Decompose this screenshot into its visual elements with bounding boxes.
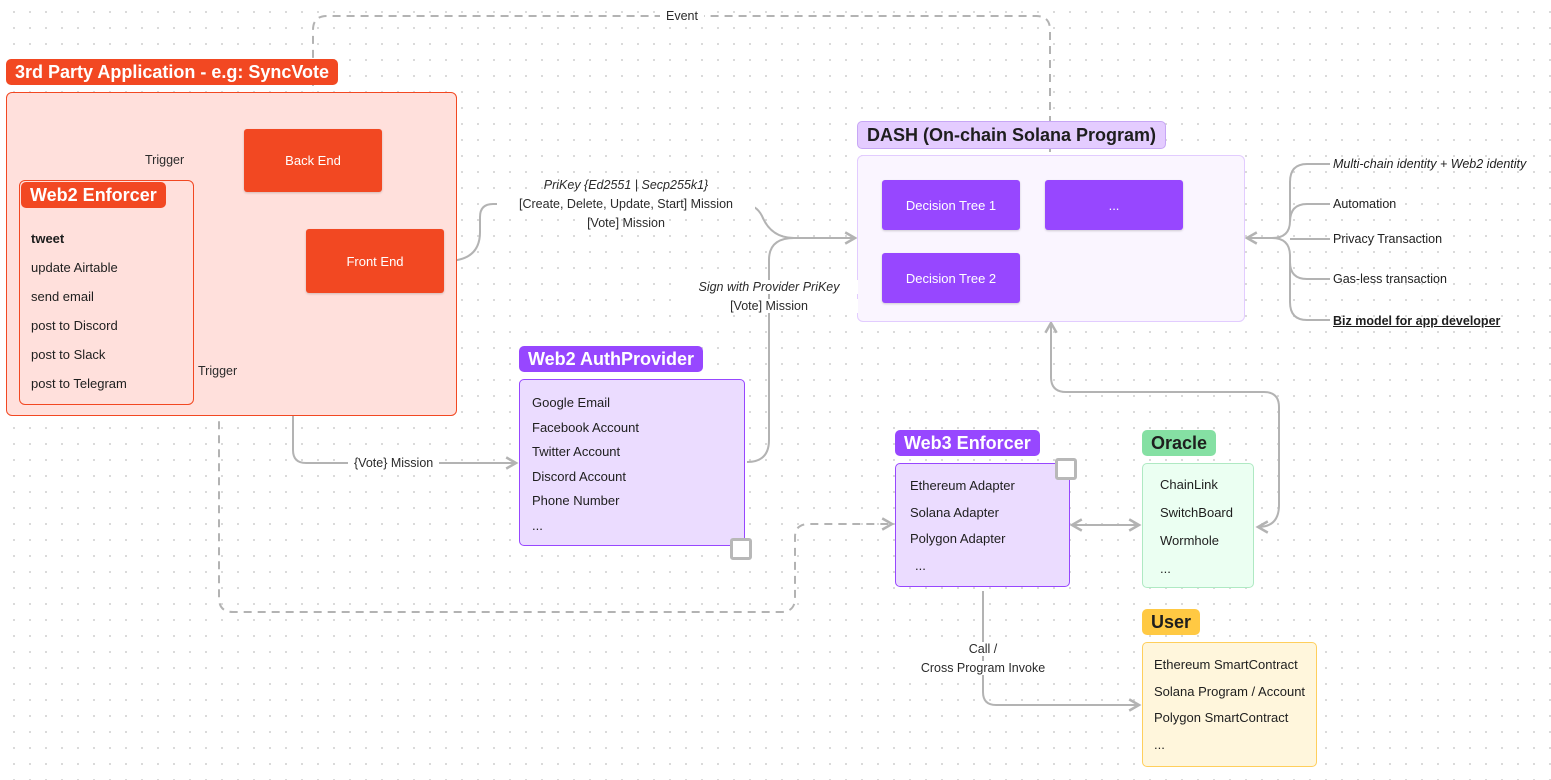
prikey-label: PriKey {Ed2551 | Secp255k1} <box>543 178 709 192</box>
trigger-side-label: Trigger <box>196 362 240 380</box>
web2-enforcer-item: tweet <box>31 231 65 246</box>
adapter-item: ... <box>915 558 926 574</box>
auth-item: Phone Number <box>532 493 620 508</box>
oracle-item: Wormhole <box>1160 533 1220 548</box>
web3-enforcer-list: Ethereum Adapter Solana Adapter Polygon … <box>910 478 1015 585</box>
web2-enforcer-item: send email <box>31 289 94 304</box>
dash-title: DASH (On-chain Solana Program) <box>857 121 1167 149</box>
auth-item: Facebook Account <box>532 419 639 435</box>
decision-tree-more-node[interactable]: ... <box>1045 180 1183 230</box>
web3-enforcer-title: Web3 Enforcer <box>895 430 1040 456</box>
auth-item: ... <box>532 517 543 533</box>
feature-identity: Multi-chain identity + Web2 identity <box>1333 157 1527 171</box>
web3-resize-handle[interactable] <box>1055 458 1077 480</box>
features-connector <box>1244 163 1330 245</box>
oracle-item: ChainLink <box>1160 477 1218 492</box>
call-label: Call / <box>908 642 1058 656</box>
user-list: Ethereum SmartContract Solana Program / … <box>1154 657 1305 764</box>
front-end-node[interactable]: Front End <box>306 229 444 293</box>
web2-enforcer-item: post to Slack <box>31 347 106 362</box>
web2-enforcer-item: post to Discord <box>31 318 118 333</box>
web2-enforcer-list: tweet update Airtable send email post to… <box>31 231 127 405</box>
feature-privacy: Privacy Transaction <box>1333 232 1443 246</box>
auth-dash-connector <box>746 237 855 463</box>
adapter-item: Solana Adapter <box>910 504 999 520</box>
auth-item: Google Email <box>532 395 611 410</box>
oracle-item: ... <box>1160 561 1171 576</box>
trigger-top-label: Trigger <box>140 153 190 167</box>
web3-enforcer-section <box>895 463 1070 587</box>
feature-gasless: Gas-less transaction <box>1333 272 1447 286</box>
vote-mission-label: [Vote] Mission <box>587 216 665 230</box>
user-item: Solana Program / Account <box>1154 683 1306 699</box>
event-label: Event <box>660 9 704 23</box>
user-title: User <box>1142 609 1201 635</box>
user-section <box>1142 642 1317 767</box>
web2-enforcer-section <box>19 180 194 405</box>
web2-auth-section <box>519 379 745 546</box>
frontend-dash-connector <box>445 203 858 262</box>
oracle-title: Oracle <box>1142 430 1217 456</box>
oracle-list: ChainLink SwitchBoard Wormhole ... <box>1160 477 1233 589</box>
feature-biz-model: Biz model for app developer <box>1333 314 1501 328</box>
oracle-section <box>1142 463 1254 588</box>
adapter-item: Polygon Adapter <box>910 531 1006 547</box>
user-item: ... <box>1154 737 1165 753</box>
third-party-title: 3rd Party Application - e.g: SyncVote <box>6 59 339 85</box>
adapter-item: Ethereum Adapter <box>910 478 1015 493</box>
auth-item: Twitter Account <box>532 444 621 459</box>
web2-auth-list: Google Email Facebook Account Twitter Ac… <box>532 395 639 542</box>
web2-enforcer-title: Web2 Enforcer <box>21 182 166 208</box>
create-mission-label: [Create, Delete, Update, Start] Mission <box>497 197 755 211</box>
user-item: Ethereum SmartContract <box>1154 657 1298 672</box>
cross-program-label: Cross Program Invoke <box>908 661 1058 675</box>
web2-enforcer-item: update Airtable <box>31 260 118 275</box>
feature-automation: Automation <box>1333 197 1397 211</box>
auth-item: Discord Account <box>532 468 626 484</box>
decision-tree-1-node[interactable]: Decision Tree 1 <box>882 180 1020 230</box>
back-end-node[interactable]: Back End <box>244 129 382 192</box>
web2-auth-title: Web2 AuthProvider <box>519 346 704 372</box>
web2-enforcer-item: post to Telegram <box>31 376 127 391</box>
vote-mission-flow-label: {Vote} Mission <box>348 456 440 470</box>
decision-tree-2-node[interactable]: Decision Tree 2 <box>882 253 1020 303</box>
user-item: Polygon SmartContract <box>1154 710 1289 726</box>
oracle-item: SwitchBoard <box>1160 505 1233 520</box>
sign-provider-label: Sign with Provider PriKey <box>680 280 858 294</box>
sign-vote-mission-label: [Vote] Mission <box>680 299 858 313</box>
auth-resize-handle[interactable] <box>730 538 752 560</box>
